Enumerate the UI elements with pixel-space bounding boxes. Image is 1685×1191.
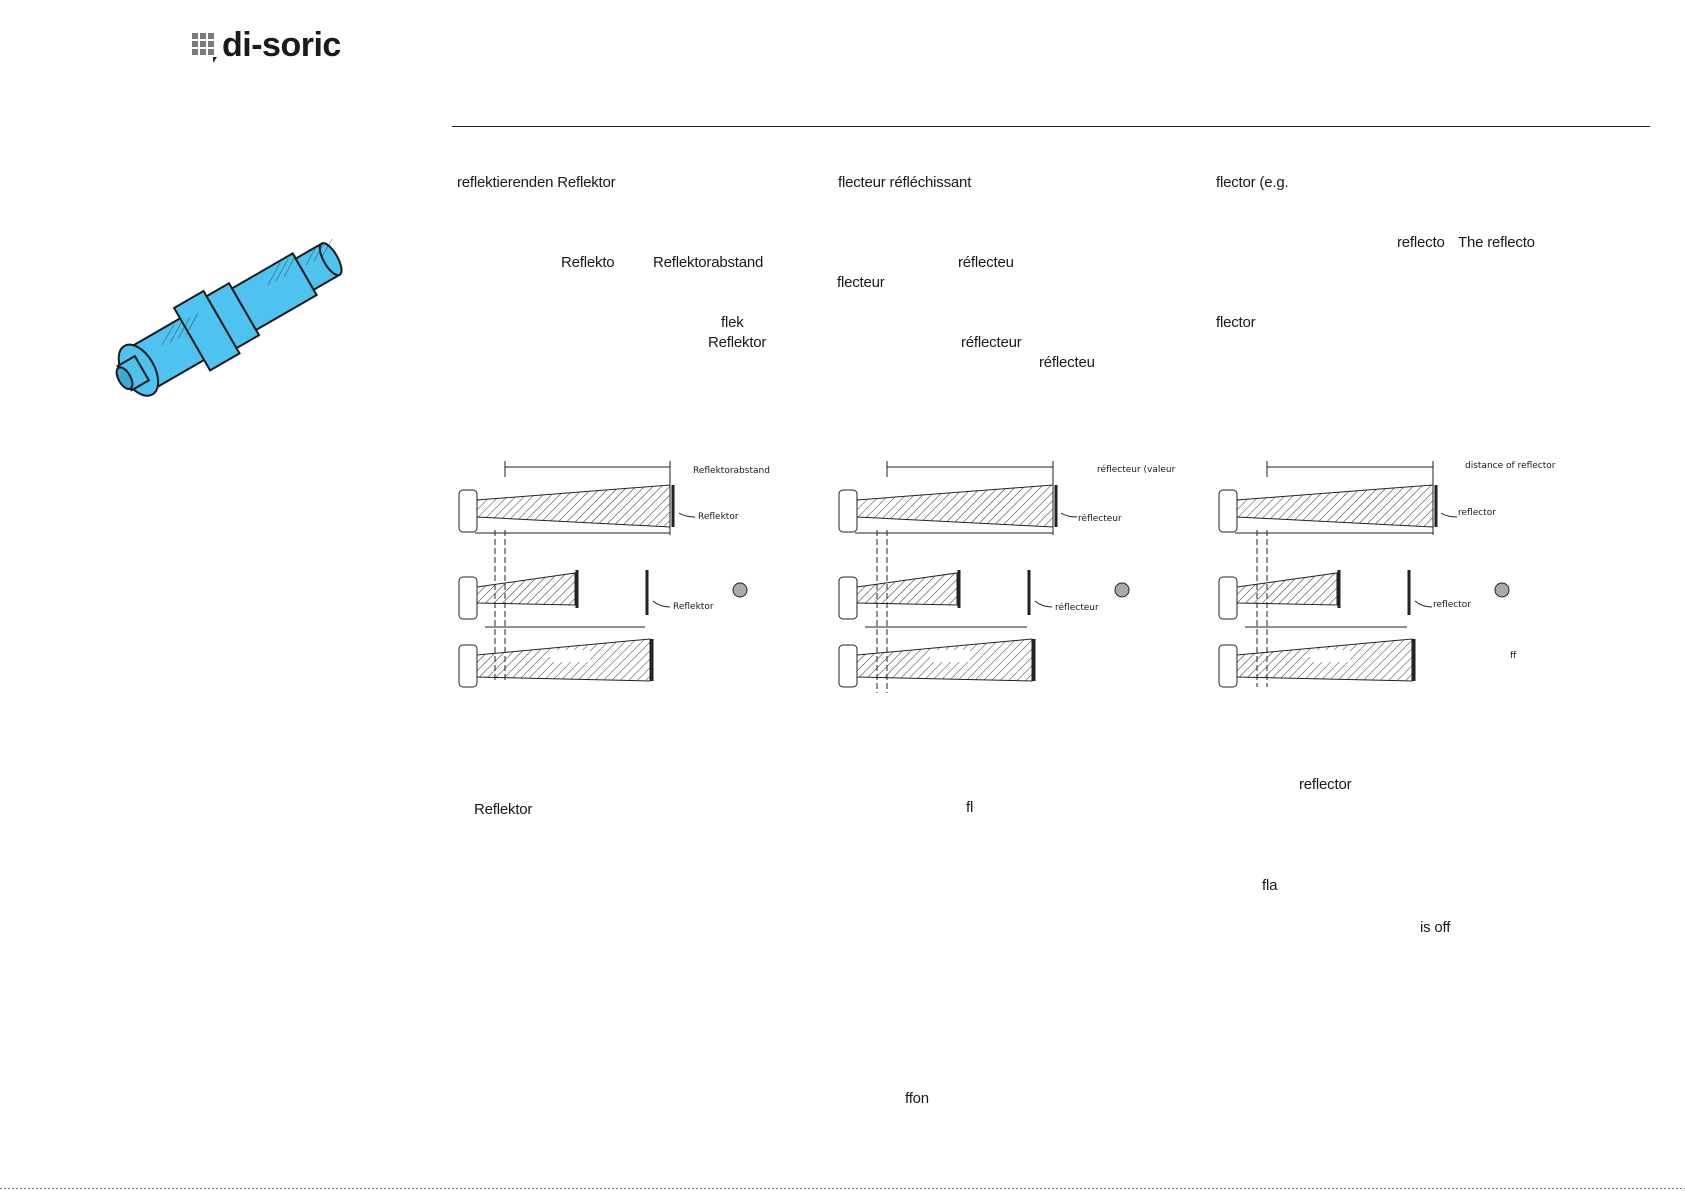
logo: di-soric xyxy=(192,26,402,66)
reflector-label: réflecteur xyxy=(1078,514,1122,524)
diagram-drawing xyxy=(1218,461,1510,688)
bottom-dotted-border xyxy=(0,1188,1685,1189)
fr-text-fragment: flecteur réfléchissant xyxy=(838,174,972,191)
en-text-fragment: flector (e.g. xyxy=(1216,174,1289,191)
reflector-label: reflector xyxy=(1433,600,1471,610)
de-text-fragment: Reflekto xyxy=(561,254,615,271)
distance-label: réflecteur (valeur xyxy=(1097,465,1176,475)
distance-label: Reflektorabstand xyxy=(693,466,770,476)
fr-text-fragment: ffon xyxy=(905,1090,929,1107)
reflector-label: Reflektor xyxy=(698,512,739,522)
extra-label: ff xyxy=(1510,651,1517,661)
fr-reflector-diagram: réflecteur (valeur réflecteur réflecteur xyxy=(835,455,1175,695)
cylindrical-sensor-image xyxy=(115,238,343,397)
diagram-drawing xyxy=(838,461,1130,693)
en-text-fragment: reflector xyxy=(1299,776,1352,793)
en-reflector-diagram: distance of reflector reflector reflecto… xyxy=(1215,455,1555,695)
reflector-label: reflector xyxy=(1458,508,1496,518)
fr-text-fragment: réflecteu xyxy=(958,254,1014,271)
distance-label: distance of reflector xyxy=(1465,461,1556,471)
de-text-fragment: Reflektorabstand xyxy=(653,254,764,271)
logo-text: di-soric xyxy=(222,26,341,64)
en-text-fragment: The reflecto xyxy=(1458,234,1535,251)
de-reflector-diagram: Reflektorabstand Reflektor Reflektor xyxy=(455,455,795,695)
de-text-fragment: Reflektor xyxy=(474,801,533,818)
fr-text-fragment: fl xyxy=(966,799,974,816)
en-text-fragment: fla xyxy=(1262,877,1278,894)
fr-text-fragment: flecteur xyxy=(837,274,885,291)
diagram-drawing xyxy=(458,461,748,688)
de-text-fragment: flek xyxy=(721,314,744,331)
en-text-fragment: flector xyxy=(1216,314,1256,331)
header-rule xyxy=(452,126,1650,127)
de-text-fragment: Reflektor xyxy=(708,334,767,351)
fr-text-fragment: réflecteur xyxy=(961,334,1022,351)
reflector-label: Reflektor xyxy=(673,602,714,612)
de-text-fragment: reflektierenden Reflektor xyxy=(457,174,616,191)
en-text-fragment: is off xyxy=(1420,919,1451,936)
fr-text-fragment: réflecteu xyxy=(1039,354,1095,371)
reflector-label: réflecteur xyxy=(1055,603,1099,613)
en-text-fragment: reflecto xyxy=(1397,234,1445,251)
grid-squares-icon xyxy=(192,33,217,63)
